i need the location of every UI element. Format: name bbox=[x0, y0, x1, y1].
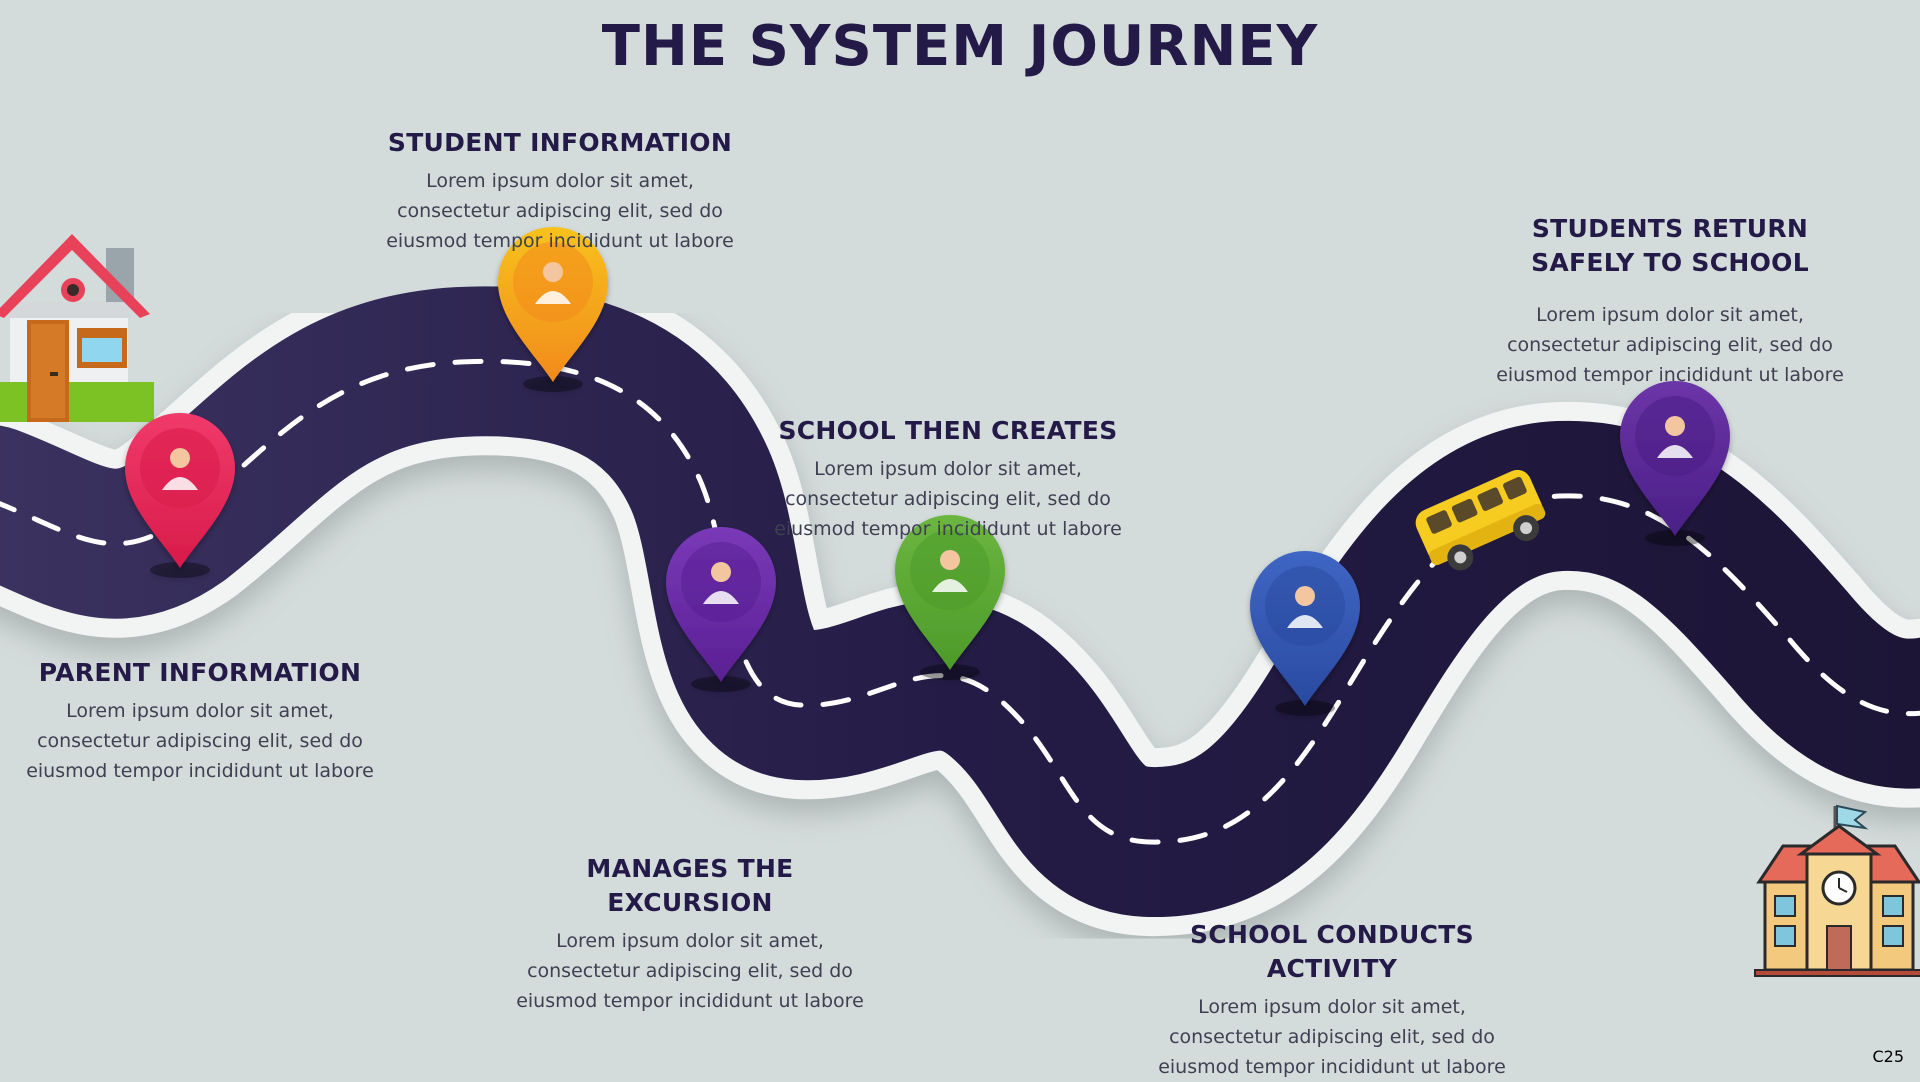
step-description: Lorem ipsum dolor sit amet, consectetur … bbox=[516, 930, 864, 1012]
map-pin-step-6 bbox=[1620, 381, 1730, 546]
step-description: Lorem ipsum dolor sit amet, consectetur … bbox=[1158, 996, 1506, 1078]
icon-figure-head bbox=[711, 562, 731, 582]
pin-shadow bbox=[1275, 700, 1335, 716]
step-heading: STUDENT INFORMATION bbox=[387, 128, 733, 157]
icon-figure-body bbox=[1287, 615, 1323, 628]
road-center-dashes bbox=[0, 358, 1920, 845]
step-school-then-creates: SCHOOL THEN CREATES Lorem ipsum dolor si… bbox=[758, 414, 1138, 544]
pin-shadow bbox=[1645, 530, 1705, 546]
icon-figure-body bbox=[1657, 445, 1693, 458]
step-heading: SCHOOL THEN CREATES bbox=[778, 416, 1118, 445]
step-heading: SCHOOL CONDUCTS ACTIVITY bbox=[1190, 920, 1474, 983]
school-building-icon bbox=[1754, 804, 1920, 977]
icon-figure-head bbox=[940, 550, 960, 570]
step-manages-the-excursion: MANAGES THE EXCURSION Lorem ipsum dolor … bbox=[500, 852, 880, 1016]
step-heading: STUDENTS RETURN SAFELY TO SCHOOL bbox=[1531, 214, 1809, 277]
step-description: Lorem ipsum dolor sit amet, consectetur … bbox=[26, 700, 374, 782]
icon-figure-body bbox=[932, 579, 968, 592]
map-pin-step-1 bbox=[124, 412, 236, 578]
pin-shadow bbox=[523, 376, 583, 392]
step-description: Lorem ipsum dolor sit amet, consectetur … bbox=[774, 458, 1122, 540]
map-pin-step-5 bbox=[1250, 551, 1360, 716]
map-pin-step-3 bbox=[666, 527, 776, 692]
pin-shadow bbox=[691, 676, 751, 692]
icon-figure-head bbox=[543, 262, 563, 282]
page-title: THE SYSTEM JOURNEY bbox=[601, 14, 1319, 79]
step-heading: MANAGES THE EXCURSION bbox=[586, 854, 794, 917]
icon-figure-head bbox=[170, 448, 190, 468]
pin-shadow bbox=[920, 664, 980, 680]
icon-figure-body bbox=[703, 591, 739, 604]
step-description: Lorem ipsum dolor sit amet, consectetur … bbox=[1496, 304, 1844, 386]
step-school-conducts-activity: SCHOOL CONDUCTS ACTIVITY Lorem ipsum dol… bbox=[1142, 918, 1522, 1082]
step-pins bbox=[124, 227, 1730, 716]
step-students-return-safely: STUDENTS RETURN SAFELY TO SCHOOL Lorem i… bbox=[1480, 212, 1860, 390]
house-icon bbox=[0, 234, 154, 422]
map-pin-step-4 bbox=[895, 515, 1005, 680]
map-pin-step-2 bbox=[498, 227, 608, 392]
pin-shadow bbox=[150, 562, 210, 578]
step-parent-information: PARENT INFORMATION Lorem ipsum dolor sit… bbox=[10, 656, 390, 786]
winding-road bbox=[0, 267, 1920, 937]
step-heading: PARENT INFORMATION bbox=[38, 658, 362, 687]
icon-figure-body bbox=[162, 477, 198, 490]
icon-figure-head bbox=[1295, 586, 1315, 606]
slide-code: C25 bbox=[1872, 1047, 1904, 1066]
icon-figure-body bbox=[535, 291, 571, 304]
icon-figure-head bbox=[1665, 416, 1685, 436]
step-student-information: STUDENT INFORMATION Lorem ipsum dolor si… bbox=[370, 126, 750, 256]
school-bus-icon bbox=[1415, 469, 1546, 571]
step-description: Lorem ipsum dolor sit amet, consectetur … bbox=[386, 170, 734, 252]
